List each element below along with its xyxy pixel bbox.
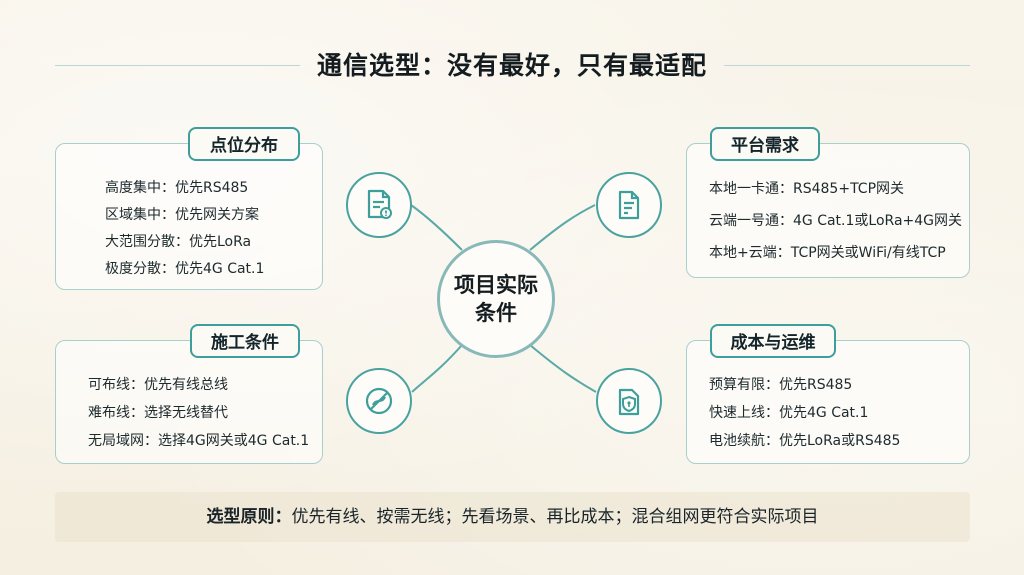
page-title: 通信选型：没有最好，只有最适配 [316,51,707,80]
list-item: 快速上线：优先4G Cat.1 [709,405,869,421]
list-item: 高度集中：优先RS485 [105,180,249,196]
list-item: 预算有限：优先RS485 [709,377,853,393]
header: 通信选型：没有最好，只有最适配 [0,44,1024,88]
no-wiring-icon [346,368,412,434]
list-item: 可布线：优先有线总线 [88,377,228,393]
shield-card-icon [596,368,662,434]
panel-cost-operations-heading: 成本与运维 [710,324,836,358]
list-item: 电池续航：优先LoRa或RS485 [709,433,901,449]
footer-text: 优先有线、按需无线；先看场景、再比成本；混合组网更符合实际项目 [291,507,819,527]
list-item: 无局域网：选择4G网关或4G Cat.1 [88,433,310,449]
list-item: 大范围分散：优先LoRa [105,234,252,250]
panel-platform-requirements [686,143,970,278]
footer-label: 选型原则： [206,507,292,527]
footer-principle: 选型原则：优先有线、按需无线；先看场景、再比成本；混合组网更符合实际项目 [55,492,970,542]
title-divider-right [724,65,970,66]
center-node: 项目实际 条件 [437,240,555,358]
list-item: 极度分散：优先4G Cat.1 [105,261,265,277]
center-node-line2: 条件 [475,301,517,325]
list-item: 难布线：选择无线替代 [88,405,228,421]
list-item: 云端一号通：4G Cat.1或LoRa+4G网关 [709,213,963,229]
list-item: 区域集中：优先网关方案 [105,207,259,223]
panel-construction-conditions [55,340,323,464]
center-node-line1: 项目实际 [454,273,538,297]
panel-platform-requirements-heading: 平台需求 [710,127,820,161]
panel-construction-conditions-heading: 施工条件 [190,324,300,358]
title-divider-left [55,65,300,66]
document-edit-icon [596,172,662,238]
list-item: 本地+云端：TCP网关或WiFi/有线TCP [709,245,946,261]
panel-cost-operations [686,340,970,464]
list-item: 本地一卡通：RS485+TCP网关 [709,181,905,197]
panel-point-distribution-heading: 点位分布 [188,127,300,161]
document-alert-icon [346,172,412,238]
